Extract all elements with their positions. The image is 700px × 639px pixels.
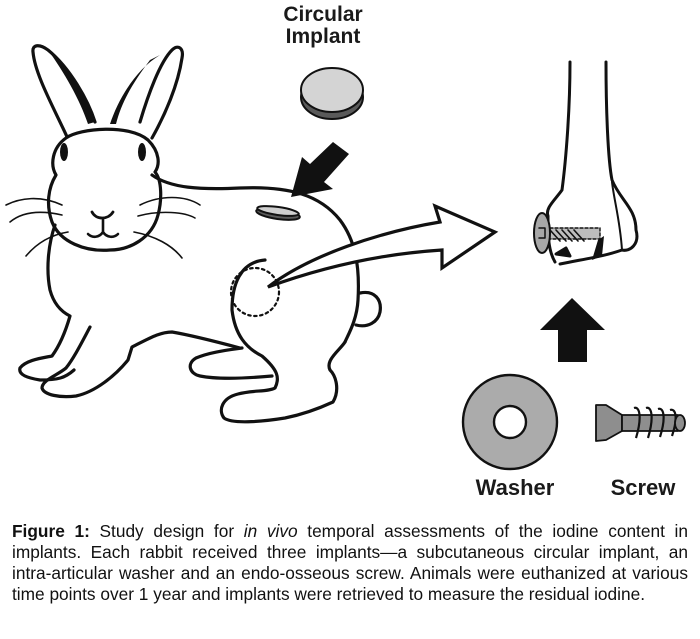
- rabbit-hind-leg: [219, 258, 347, 424]
- caption-text-rest: temporal assessments of the iodine conte…: [12, 521, 688, 604]
- figure-caption: Figure 1: Study design for in vivo tempo…: [12, 521, 688, 605]
- circular-implant-icon: [300, 67, 364, 120]
- caption-italic-term: in vivo: [243, 521, 298, 541]
- rabbit-hind-foot: [188, 346, 274, 380]
- rabbit-right-eye: [138, 143, 146, 161]
- circular-implant-label-line1: Circular: [283, 3, 363, 26]
- rabbit-chest: [18, 223, 76, 382]
- bone-with-screw-illustration: [533, 60, 639, 266]
- washer-label: Washer: [475, 475, 555, 500]
- rabbit-tail: [354, 290, 382, 328]
- rabbit-front-leg: [40, 325, 242, 399]
- up-arrow-icon: [540, 298, 605, 362]
- insert-arrow-icon: [291, 142, 349, 197]
- circular-implant-label: Circular Implant: [268, 3, 378, 49]
- screw-label: Screw: [610, 475, 676, 500]
- rabbit-head: [46, 127, 163, 252]
- washer-site-marker: [229, 266, 281, 318]
- retrieve-arrow-icon: [267, 203, 499, 289]
- implanted-screw: [533, 212, 601, 254]
- subcutaneous-implant: [255, 205, 301, 221]
- screw-icon: [595, 404, 686, 442]
- circular-implant-label-line2: Implant: [285, 25, 361, 49]
- figure-number: Figure 1:: [12, 521, 90, 541]
- rabbit-nose: [90, 210, 115, 220]
- rabbit-whiskers: [5, 196, 201, 259]
- rabbit-right-ear: [110, 45, 184, 140]
- rabbit-illustration: [5, 44, 382, 424]
- caption-text-start: Study design for: [89, 521, 244, 541]
- rabbit-back: [150, 173, 360, 344]
- rabbit-left-ear: [31, 44, 97, 141]
- washer-icon: [461, 373, 559, 471]
- rabbit-mouth: [86, 217, 120, 239]
- rabbit-left-eye: [60, 143, 68, 161]
- study-design-figure: Circular Implant Washer Screw: [5, 3, 686, 500]
